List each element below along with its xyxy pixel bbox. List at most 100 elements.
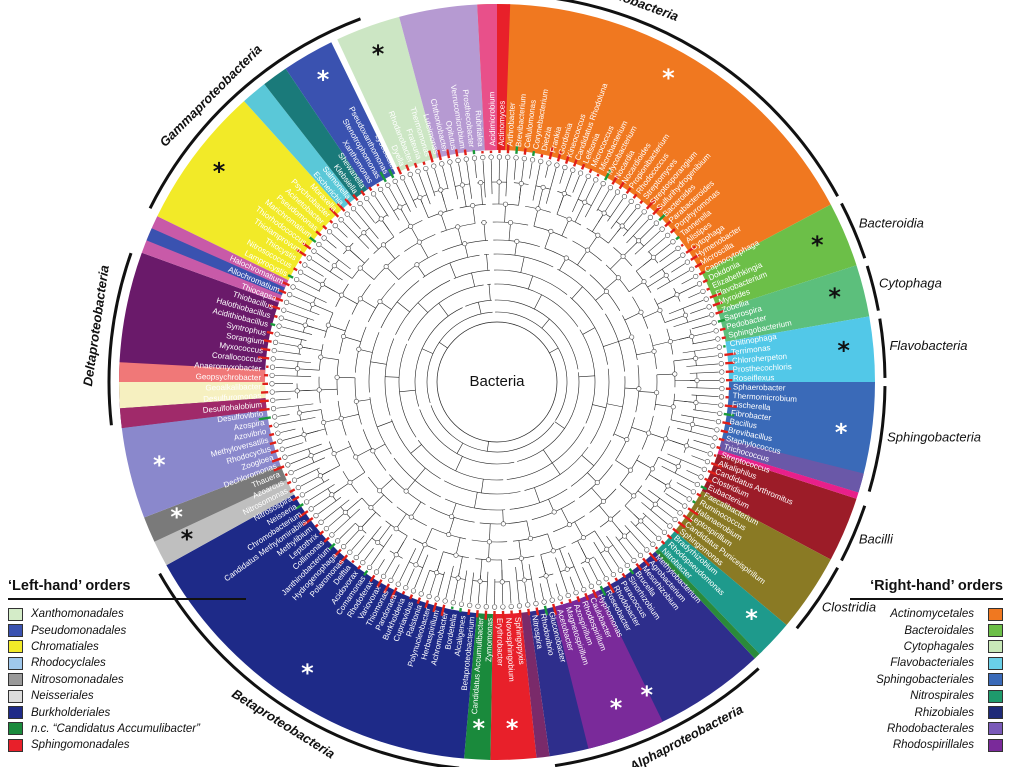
tree-arc — [495, 311, 568, 421]
tree-branch — [308, 484, 335, 501]
clade-label: Clostridia — [822, 599, 876, 614]
tip-bar — [333, 548, 342, 558]
tip-node — [450, 600, 456, 606]
internal-node — [380, 242, 386, 248]
tree-branch — [483, 222, 486, 241]
tip-bar — [675, 235, 680, 241]
clade-wedge — [337, 16, 437, 172]
tree-branch — [299, 280, 320, 292]
tip-node — [288, 469, 294, 476]
star-marker: * — [181, 525, 194, 553]
tree-branch — [300, 346, 322, 351]
tip-node — [701, 466, 707, 472]
clade-wedge — [717, 265, 870, 342]
tree-branch — [559, 548, 568, 570]
tip-node — [513, 155, 519, 161]
tree-branch — [275, 398, 291, 401]
tip-bar — [599, 585, 607, 597]
tree-branch — [547, 533, 554, 551]
legend-item: Actinomycetales — [850, 606, 1003, 622]
legend-label: Burkholderiales — [31, 706, 111, 719]
tree-branch — [559, 170, 565, 184]
tree-branch — [328, 324, 346, 332]
tip-node — [323, 526, 329, 532]
internal-node — [294, 366, 300, 372]
tree-branch — [490, 160, 493, 195]
tip-node — [714, 427, 720, 433]
tip-node — [332, 223, 338, 229]
tip-node — [442, 598, 448, 604]
tree-branch — [474, 161, 477, 179]
tree-branch — [331, 482, 351, 496]
tip-node — [650, 541, 656, 547]
internal-node — [540, 184, 546, 190]
tip-bar — [725, 361, 735, 365]
tip-node — [290, 284, 296, 290]
tree-branch — [532, 164, 541, 201]
legend-swatch — [988, 640, 1003, 654]
tip-node — [410, 588, 417, 594]
internal-node — [694, 377, 700, 383]
tree-branch — [647, 237, 666, 253]
tree-branch — [449, 262, 457, 278]
tip-bar — [318, 530, 325, 536]
tree-branch — [606, 535, 626, 564]
clade-wedge — [477, 3, 831, 274]
tip-bar — [552, 603, 558, 616]
internal-node — [674, 292, 680, 298]
tree-branch — [610, 518, 625, 537]
legend-label: Rhodocyclales — [31, 657, 106, 670]
tree-branch — [355, 210, 379, 239]
tree-branch — [421, 570, 430, 592]
tip-node — [475, 603, 481, 609]
tip-node — [360, 559, 366, 566]
tree-branch — [480, 182, 483, 205]
tree-branch — [591, 487, 604, 502]
tip-bar — [588, 168, 593, 174]
internal-node — [514, 238, 520, 244]
tip-node — [385, 182, 391, 188]
tree-branch — [471, 272, 476, 287]
internal-node — [357, 265, 363, 271]
tip-node — [549, 597, 555, 603]
legend-item: n.c. “Candidatus Accumulibacter” — [8, 721, 246, 737]
tip-node — [617, 567, 624, 573]
internal-node — [548, 228, 554, 234]
tip-node — [269, 364, 276, 370]
legend-item: Flavobacteriales — [850, 655, 1003, 671]
tree-branch — [345, 497, 363, 513]
internal-node — [535, 206, 541, 212]
tree-branch — [584, 182, 595, 202]
legend-item: Rhodocyclales — [8, 655, 246, 671]
tip-node — [570, 167, 576, 173]
internal-node — [582, 199, 588, 205]
tip-node — [716, 344, 722, 350]
legend-label: Xanthomonadales — [31, 608, 124, 621]
legend-item: Cytophagales — [850, 639, 1003, 655]
tip-node — [665, 232, 671, 238]
taxon-label: Acidimicrobium — [487, 91, 497, 146]
tip-bar — [719, 327, 726, 332]
tree-branch — [623, 213, 643, 237]
tree-branch — [598, 505, 611, 520]
tip-node — [554, 162, 560, 168]
tree-branch — [571, 286, 583, 299]
legend-swatch — [988, 624, 1003, 638]
clade-wedge — [285, 42, 396, 190]
tip-node — [677, 510, 683, 516]
clade-bracket — [107, 252, 133, 426]
internal-node — [663, 272, 669, 278]
tip-bar — [292, 495, 300, 502]
tip-node — [637, 552, 644, 558]
internal-node — [628, 467, 634, 473]
tree-branch — [285, 442, 304, 449]
tip-bar — [440, 604, 446, 617]
tip-node — [285, 462, 291, 468]
legend-label: n.c. “Candidatus Accumulibacter” — [31, 722, 200, 735]
tip-node — [533, 601, 539, 607]
tip-bar — [685, 245, 697, 254]
clade-wedge — [154, 480, 295, 566]
tip-bar — [677, 521, 686, 529]
tip-bar — [523, 148, 527, 155]
tip-bar — [722, 421, 732, 426]
